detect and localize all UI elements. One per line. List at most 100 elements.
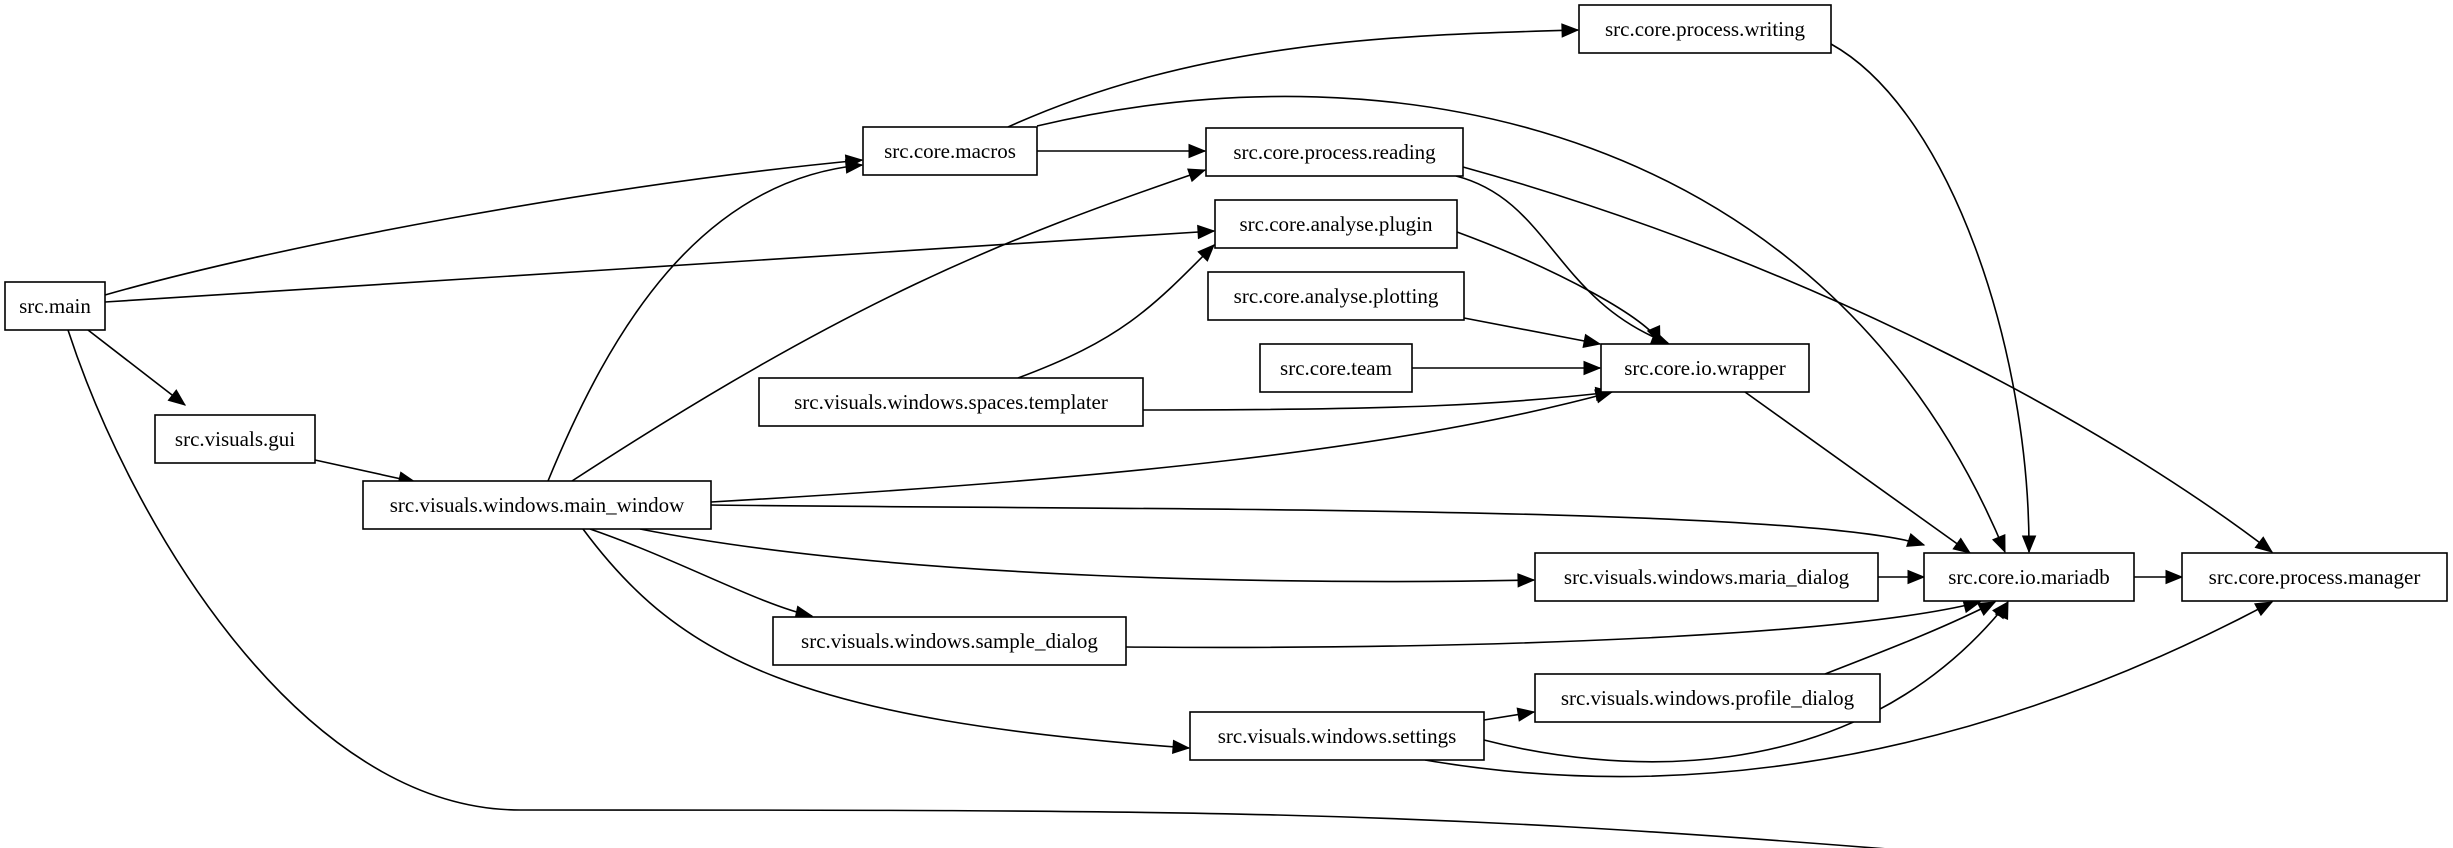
node-manager: src.core.process.manager: [2181, 552, 2448, 602]
node-box: [1600, 343, 1810, 393]
node-box: [1205, 127, 1464, 177]
node-main-window: src.visuals.windows.main_window: [362, 480, 712, 530]
arrowhead-icon: [1583, 360, 1602, 376]
node-label: src.visuals.windows.maria_dialog: [1564, 565, 1850, 589]
edge-reading-to-wrapper: [1455, 175, 1670, 344]
arrowhead-icon: [1991, 533, 2006, 554]
node-label: src.core.analyse.plotting: [1234, 284, 1439, 308]
edge-line: [571, 169, 1206, 482]
node-macros: src.core.macros: [862, 126, 1038, 176]
edge-team-to-wrapper: [1412, 360, 1602, 376]
edge-line: [104, 230, 1215, 303]
node-settings: src.visuals.windows.settings: [1189, 711, 1485, 761]
edge-line: [1125, 601, 1981, 649]
edge-line: [1456, 231, 1661, 344]
edge-main_window-to-sample_dialog: [589, 528, 814, 620]
edge-writing-to-mariadb: [1830, 43, 2037, 554]
arrowhead-icon: [2254, 601, 2274, 617]
node-profile-dialog: src.visuals.windows.profile_dialog: [1534, 673, 1881, 723]
arrowhead-icon: [2021, 535, 2037, 554]
edge-main_window-to-macros: [547, 159, 864, 482]
node-maria-dialog: src.visuals.windows.maria_dialog: [1534, 552, 1879, 602]
edge-line: [1017, 244, 1215, 379]
node-box: [4, 281, 106, 331]
arrowhead-icon: [1582, 333, 1602, 349]
edge-line: [582, 528, 1190, 749]
nodes-layer: src.main src.visuals.gui src.visuals.windo…: [4, 4, 2448, 761]
arrowhead-icon: [1197, 224, 1216, 240]
node-label: src.core.macros: [884, 139, 1016, 163]
node-box: [1534, 673, 1881, 723]
node-box: [1578, 4, 1832, 54]
edge-main_window-to-reading: [571, 168, 1207, 482]
node-label: src.visuals.windows.main_window: [390, 493, 685, 517]
edge-mariadb-to-manager: [2134, 569, 2184, 585]
edge-line: [1455, 175, 1669, 344]
node-label: src.core.team: [1280, 356, 1392, 380]
arrowhead-icon: [844, 159, 864, 174]
edge-line: [314, 459, 416, 483]
node-templater: src.visuals.windows.spaces.templater: [758, 377, 1144, 427]
node-label: src.visuals.windows.spaces.templater: [794, 390, 1108, 414]
edge-line: [1463, 317, 1601, 345]
edge-line: [1142, 391, 1613, 411]
edge-line: [1830, 43, 2030, 553]
node-box: [362, 480, 712, 530]
node-label: src.visuals.windows.profile_dialog: [1561, 686, 1855, 710]
arrowhead-icon: [2165, 569, 2184, 585]
edge-templater-to-plugin: [1017, 244, 1215, 379]
edge-line: [547, 164, 863, 482]
node-label: src.core.process.reading: [1233, 140, 1436, 164]
node-box: [154, 414, 316, 464]
edge-line: [1462, 166, 2273, 553]
node-label: src.core.process.writing: [1605, 17, 1806, 41]
edge-main_window-to-settings: [582, 528, 1191, 755]
arrowhead-icon: [1172, 739, 1191, 755]
node-main: src.main: [4, 281, 106, 331]
node-sample-dialog: src.visuals.windows.sample_dialog: [772, 616, 1127, 666]
edge-macros-to-reading: [1037, 143, 1207, 159]
arrowhead-icon: [167, 389, 187, 406]
edge-wrapper-to-mariadb: [1744, 391, 1972, 554]
edge-macros-to-writing: [1007, 23, 1580, 128]
arrowhead-icon: [1188, 143, 1207, 159]
edge-line: [1007, 29, 1579, 128]
node-box: [1207, 271, 1465, 321]
edge-sample_dialog-to-mariadb: [1125, 599, 1982, 649]
node-box: [1923, 552, 2135, 602]
arrowhead-icon: [2254, 536, 2274, 553]
edge-macros-to-mariadb: [1036, 95, 2006, 554]
node-label: src.main: [19, 294, 91, 318]
arrowhead-icon: [1952, 537, 1972, 554]
edge-main-to-gui: [87, 329, 187, 406]
arrowhead-icon: [1992, 600, 2009, 620]
edges-layer: [67, 23, 2274, 848]
arrowhead-icon: [1197, 244, 1215, 262]
arrowhead-icon: [1187, 168, 1207, 183]
node-writing: src.core.process.writing: [1578, 4, 1832, 54]
node-box: [772, 616, 1127, 666]
arrowhead-icon: [1646, 324, 1661, 345]
node-reading: src.core.process.reading: [1205, 127, 1464, 177]
edge-line: [710, 504, 1925, 546]
edge-line: [104, 159, 863, 296]
node-box: [2181, 552, 2448, 602]
node-box: [1259, 343, 1413, 393]
edge-reading-to-manager: [1462, 166, 2274, 553]
edge-line: [710, 391, 1613, 503]
edge-line: [67, 329, 1885, 848]
arrowhead-icon: [1561, 23, 1580, 38]
node-label: src.core.analyse.plugin: [1239, 212, 1433, 236]
edge-settings-to-manager: [1424, 601, 2274, 778]
arrowhead-icon: [1907, 569, 1926, 585]
arrowhead-icon: [1517, 573, 1536, 588]
node-mariadb: src.core.io.mariadb: [1923, 552, 2135, 602]
node-label: src.core.process.manager: [2209, 565, 2421, 589]
edge-main_window-to-mariadb: [710, 504, 1926, 547]
node-gui: src.visuals.gui: [154, 414, 316, 464]
arrowhead-icon: [1977, 601, 1997, 616]
node-box: [862, 126, 1038, 176]
arrowhead-icon: [1516, 707, 1536, 722]
edge-line: [1824, 601, 1996, 675]
